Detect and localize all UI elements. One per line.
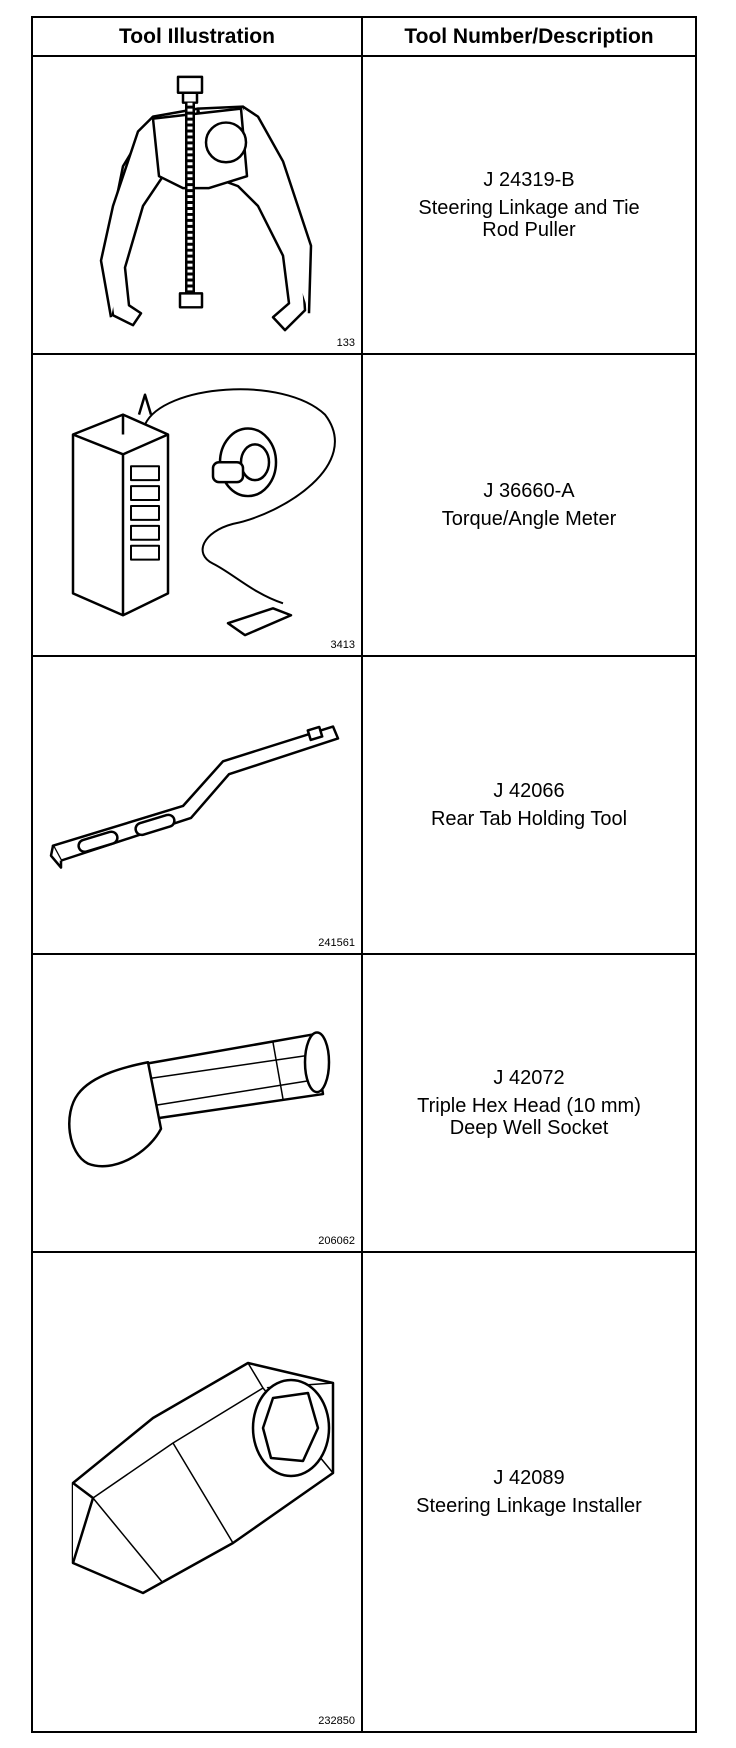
tool-description: Torque/Angle Meter xyxy=(441,508,617,530)
tool-illustration-cell: 3413 xyxy=(33,355,363,655)
figure-number: 133 xyxy=(336,337,355,349)
tool-description-cell: J 42066 Rear Tab Holding Tool xyxy=(363,657,695,953)
tool-number: J 42066 xyxy=(493,780,565,802)
tie-rod-puller-icon xyxy=(99,75,313,332)
table-header: Tool Illustration Tool Number/Descriptio… xyxy=(33,18,695,57)
table-row: 3413 J 36660-A Torque/Angle Meter xyxy=(33,355,695,657)
tool-description-cell: J 24319-B Steering Linkage and Tie Rod P… xyxy=(363,57,695,353)
figure-number: 3413 xyxy=(330,639,355,651)
header-tool-number-description: Tool Number/Description xyxy=(404,24,654,48)
tool-number: J 42089 xyxy=(493,1467,565,1489)
table-row: 133 J 24319-B Steering Linkage and Tie R… xyxy=(33,57,695,355)
figure-number: 241561 xyxy=(318,937,355,949)
tool-number: J 42072 xyxy=(493,1067,565,1089)
table-row: 241561 J 42066 Rear Tab Holding Tool xyxy=(33,657,695,955)
tool-description: Steering Linkage and Tie Rod Puller xyxy=(418,197,640,241)
tool-number: J 24319-B xyxy=(483,169,575,191)
tool-illustration-cell: 232850 xyxy=(33,1253,363,1731)
tool-description: Triple Hex Head (10 mm) Deep Well Socket xyxy=(417,1095,641,1139)
figure-number: 206062 xyxy=(318,1235,355,1247)
table-row: 206062 J 42072 Triple Hex Head (10 mm) D… xyxy=(33,955,695,1253)
tool-description-cell: J 42089 Steering Linkage Installer xyxy=(363,1253,695,1731)
figure-number: 232850 xyxy=(318,1715,355,1727)
tool-description-cell: J 42072 Triple Hex Head (10 mm) Deep Wel… xyxy=(363,955,695,1251)
rear-tab-holding-tool-icon xyxy=(49,725,340,869)
tool-table: Tool Illustration Tool Number/Descriptio… xyxy=(31,16,697,1733)
header-tool-illustration: Tool Illustration xyxy=(33,18,363,55)
table-row: 232850 J 42089 Steering Linkage Installe… xyxy=(33,1253,695,1731)
tool-illustration-cell: 241561 xyxy=(33,657,363,953)
deep-well-socket-icon xyxy=(68,1031,331,1168)
tool-illustration-cell: 133 xyxy=(33,57,363,353)
tool-number: J 36660-A xyxy=(483,480,575,502)
tool-description-cell: J 36660-A Torque/Angle Meter xyxy=(363,355,695,655)
steering-linkage-installer-icon xyxy=(71,1361,335,1595)
tool-description: Rear Tab Holding Tool xyxy=(430,808,628,830)
torque-angle-meter-icon xyxy=(71,388,336,637)
tool-description: Steering Linkage Installer xyxy=(416,1495,642,1517)
tool-illustration-cell: 206062 xyxy=(33,955,363,1251)
